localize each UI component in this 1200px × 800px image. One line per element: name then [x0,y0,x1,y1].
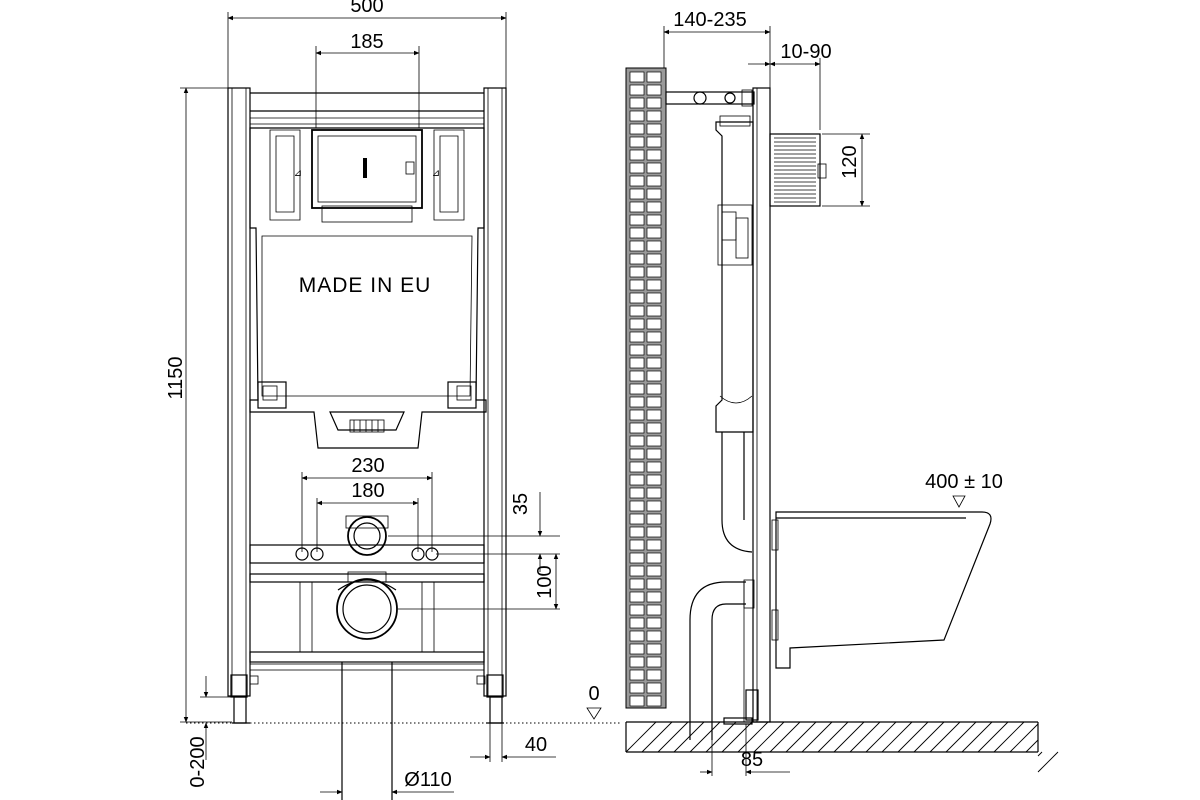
dimension-depth: 140-235 [663,9,771,88]
width-label: 500 [350,0,383,17]
dimension-rods: 230 180 [301,455,433,552]
dimension-inlet-drain: 35 100 [388,492,560,610]
svg-text:⊿: ⊿ [432,168,440,179]
floor-hatch [625,721,1059,773]
dimension-outlet-offset: 85 [700,724,790,776]
front-view: 500 185 1150 [165,0,620,800]
rod-inner-label: 180 [351,480,384,502]
cistern: ⊿ ⊿ MADE IN EU [249,127,487,449]
flush-spacing-label: 185 [350,31,383,53]
frame-top-rail [250,92,484,125]
dimension-leg-adjust: 0-200 [187,676,232,788]
height-label: 1150 [165,356,187,399]
drain-offset-label: 100 [534,565,556,598]
made-in-eu-mark: MADE IN EU [299,274,432,297]
dimension-panel-adjust: 10-90 [748,41,832,130]
floor-level-label: 0 [588,683,599,705]
svg-text:⊿: ⊿ [294,168,302,179]
tiled-wall [625,67,667,709]
water-inlet [345,515,389,556]
dimension-drain-diameter: Ø110 [320,769,454,795]
drain-bracket [249,571,485,671]
depth-label: 140-235 [673,9,746,31]
frame-side-profile [665,87,771,740]
flush-height-label: 120 [839,145,861,178]
rod-outer-label: 230 [351,455,384,477]
side-view: 140-235 10-90 [586,9,1059,776]
dimension-flush-spacing: 185 [315,31,420,128]
dimension-height: 1150 [165,87,232,723]
dimension-width: 500 [227,0,507,88]
toilet-bowl: 400 ± 10 [771,471,1003,669]
outlet-offset-label: 85 [741,749,763,771]
panel-adjust-label: 10-90 [780,41,831,63]
leg-adjust-label: 0-200 [187,736,209,787]
dimension-leg-width: 40 [470,723,556,762]
inlet-offset-label: 35 [510,493,532,515]
floor-level-marker: 0 [586,683,602,720]
flush-plate-box: 120 [769,133,870,207]
drain-pipe [341,662,393,800]
bowl-height-label: 400 ± 10 [925,471,1003,493]
drain-diameter-label: Ø110 [404,769,451,791]
leg-width-label: 40 [525,734,547,756]
